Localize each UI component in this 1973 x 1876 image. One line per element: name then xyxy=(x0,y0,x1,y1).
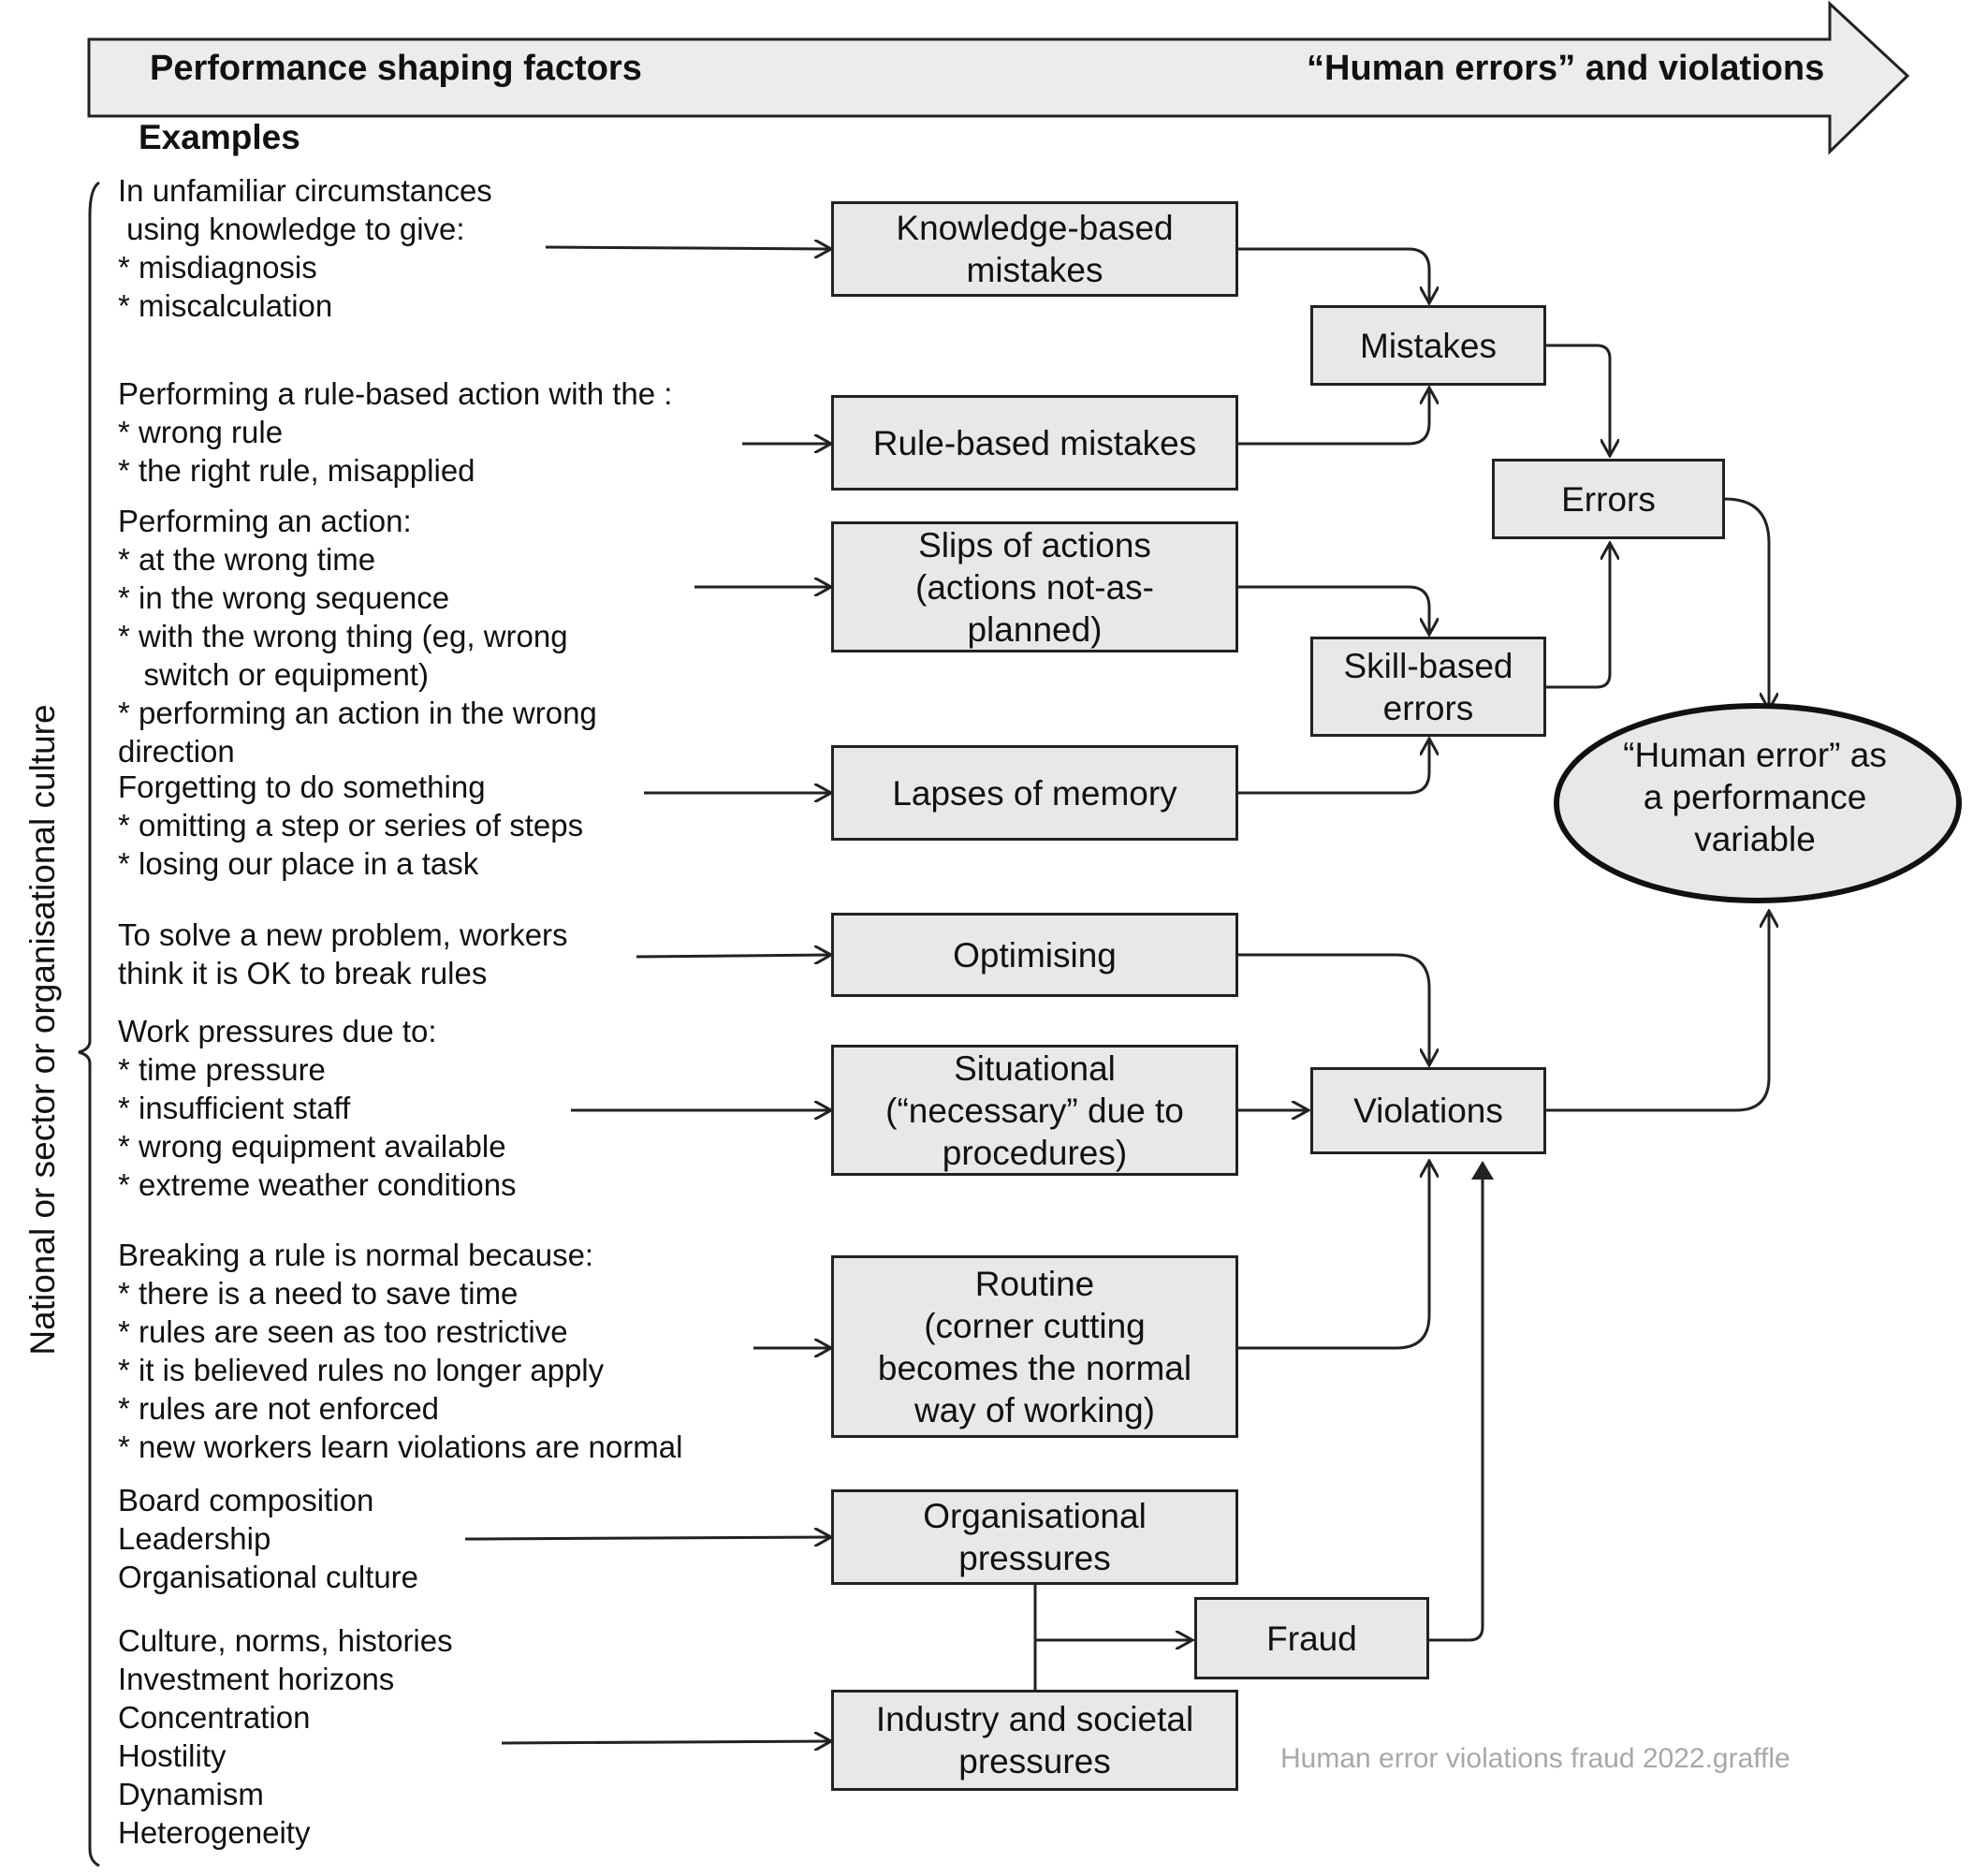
arrow-slips-to-skill xyxy=(1238,585,1429,635)
arrow-errors-to-outcome xyxy=(1724,497,1769,710)
example-industry: Culture, norms, histories Investment hor… xyxy=(118,1623,453,1850)
box-violations: Violations xyxy=(1310,1067,1546,1154)
arrow-example-knowledge xyxy=(545,247,831,249)
box-mistakes: Mistakes xyxy=(1310,305,1546,386)
example-situational: Work pressures due to: * time pressure *… xyxy=(118,1014,517,1202)
arrow-example-optimising xyxy=(636,955,831,957)
box-organisational-pressures: Organisational pressures xyxy=(831,1489,1238,1585)
arrow-knowledge-to-mistakes xyxy=(1238,247,1429,303)
box-rule-based-mistakes: Rule-based mistakes xyxy=(831,395,1238,491)
outcome-ellipse xyxy=(1554,703,1962,903)
arrow-routine-to-violations xyxy=(1238,1161,1429,1350)
banner-arrow xyxy=(87,0,1910,155)
box-slips-of-actions: Slips of actions (actions not-as- planne… xyxy=(831,521,1238,652)
box-fraud: Fraud xyxy=(1194,1597,1429,1679)
arrow-mistakes-to-errors xyxy=(1546,344,1610,456)
example-slips: Performing an action: * at the wrong tim… xyxy=(118,504,597,769)
box-errors: Errors xyxy=(1492,459,1725,539)
box-knowledge-based-mistakes: Knowledge-based mistakes xyxy=(831,201,1238,297)
example-rule-based: Performing a rule-based action with the … xyxy=(118,376,673,488)
banner-right-label: “Human errors” and violations xyxy=(1307,49,1825,88)
culture-side-label: National or sector or organisational cul… xyxy=(23,704,62,1356)
banner-left-label: Performance shaping factors xyxy=(150,49,642,88)
arrow-example-organisational xyxy=(464,1537,831,1539)
example-knowledge-based: In unfamiliar circumstances using knowle… xyxy=(118,173,492,323)
box-lapses-of-memory: Lapses of memory xyxy=(831,745,1238,841)
arrow-optimising-to-violations xyxy=(1238,953,1429,1065)
box-industry-societal-pressures: Industry and societal pressures xyxy=(831,1690,1238,1791)
arrow-violations-to-outcome xyxy=(1546,911,1769,1112)
examples-heading: Examples xyxy=(139,118,300,156)
example-lapses: Forgetting to do something * omitting a … xyxy=(118,769,584,881)
box-skill-based-errors: Skill-based errors xyxy=(1310,637,1546,737)
example-routine: Breaking a rule is normal because: * the… xyxy=(118,1238,683,1464)
culture-bracket xyxy=(78,181,100,1868)
arrow-example-industry xyxy=(501,1741,831,1743)
box-situational: Situational (“necessary” due to procedur… xyxy=(831,1045,1238,1176)
box-routine: Routine (corner cutting becomes the norm… xyxy=(831,1255,1238,1438)
arrow-skill-to-errors xyxy=(1546,543,1610,689)
example-organisational: Board composition Leadership Organisatio… xyxy=(118,1483,419,1594)
outcome-label: “Human error” as a performance variable xyxy=(1623,736,1887,858)
box-optimising: Optimising xyxy=(831,913,1238,997)
example-optimising: To solve a new problem, workers think it… xyxy=(118,917,568,990)
file-name-watermark: Human error violations fraud 2022.graffl… xyxy=(1280,1743,1790,1774)
arrow-fraud-to-violations xyxy=(1429,1161,1494,1642)
arrow-lapses-to-skill xyxy=(1238,739,1429,795)
arrow-rule-to-mistakes xyxy=(1238,388,1429,446)
